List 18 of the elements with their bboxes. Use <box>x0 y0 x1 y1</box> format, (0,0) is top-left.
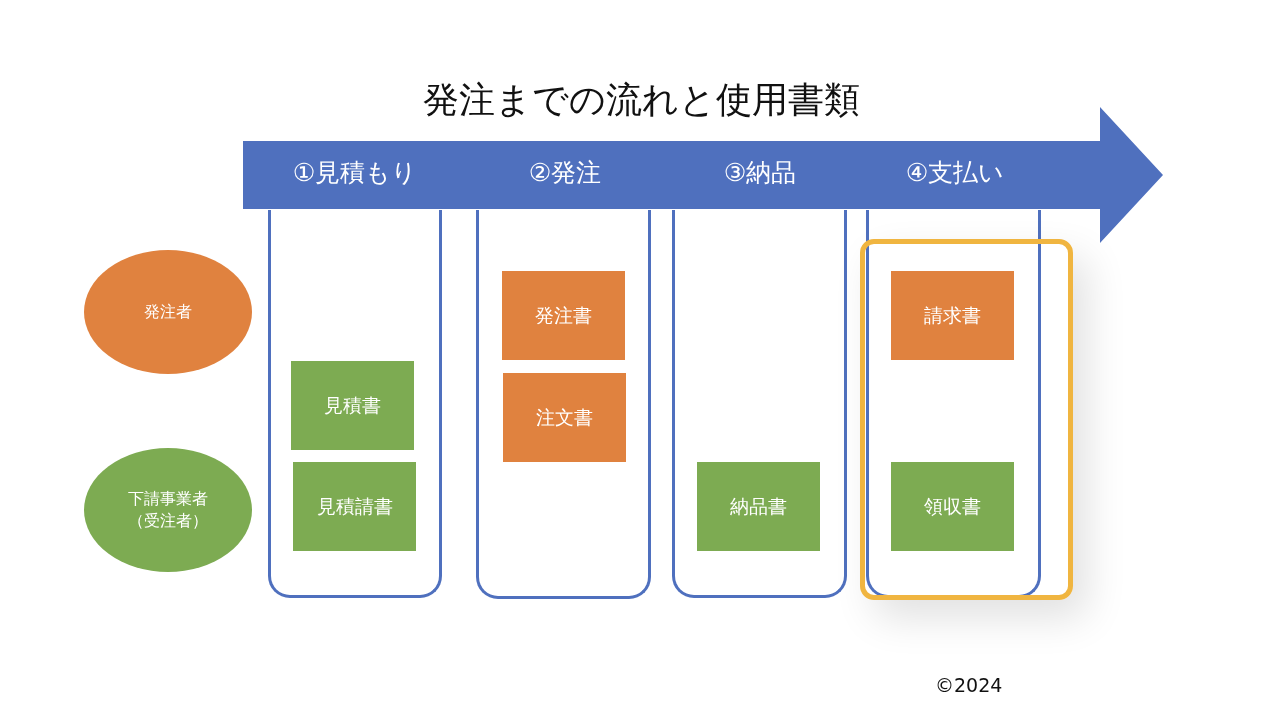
phase-label: ③納品 <box>723 157 797 189</box>
diagram-title: 発注までの流れと使用書類 <box>421 78 861 122</box>
phase-label: ④支払い <box>905 157 1005 189</box>
document-box: 納品書 <box>697 462 820 551</box>
document-box: 注文書 <box>503 373 626 462</box>
column-frame <box>672 210 847 598</box>
phase-label: ②発注 <box>528 157 602 189</box>
document-box: 領収書 <box>891 462 1014 551</box>
document-box: 見積請書 <box>293 462 416 551</box>
column-frame <box>268 210 442 598</box>
role-ellipse: 下請事業者（受注者） <box>84 448 252 572</box>
document-box: 見積書 <box>291 361 414 450</box>
copyright-note: ©2024 <box>935 674 1003 696</box>
document-box: 発注書 <box>502 271 625 360</box>
column-frame <box>476 210 651 599</box>
role-ellipse: 発注者 <box>84 250 252 374</box>
document-box: 請求書 <box>891 271 1014 360</box>
phase-label: ①見積もり <box>292 157 418 189</box>
